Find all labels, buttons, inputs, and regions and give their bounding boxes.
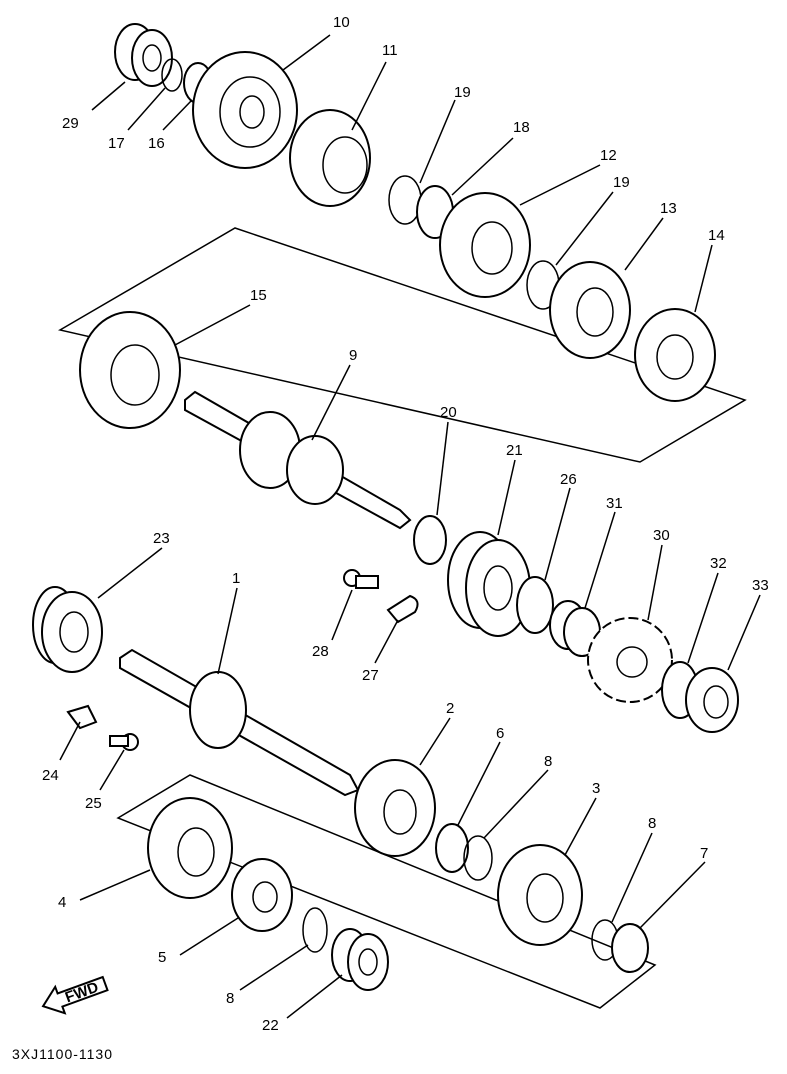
callout-23: 23: [153, 530, 170, 547]
callout-10: 10: [333, 14, 350, 31]
callout-31-label: 31: [606, 495, 623, 512]
callout-22: 22: [262, 1017, 279, 1034]
part-7-washer: [611, 923, 649, 973]
part-8-circlip-middle: [463, 835, 493, 881]
callout-19-lower: 19: [613, 174, 630, 191]
callout-17: 17: [108, 135, 125, 152]
part-22-bearing: [331, 928, 389, 991]
callout-11: 11: [382, 42, 398, 59]
fwd-label: FWD: [63, 979, 101, 1007]
fwd-arrow-icon: FWD: [41, 975, 109, 1015]
part-14-gear: [634, 308, 716, 402]
part-10-gear: [192, 51, 298, 169]
callout-6: 6: [496, 725, 504, 742]
callout-4: 4: [58, 894, 66, 911]
upper-group-outline: [57, 227, 747, 463]
part-25-screw: [109, 733, 139, 751]
callout-5: 5: [158, 949, 166, 966]
callout-33: 33: [752, 577, 769, 594]
callout-24: 24: [42, 767, 59, 784]
part-8-circlip-left: [302, 907, 328, 953]
callout-7: 7: [700, 845, 708, 862]
part-6-washer: [435, 823, 469, 873]
leader-lines: [59, 34, 761, 1019]
callout-8-middle: 8: [544, 753, 552, 770]
callout-30: 30: [653, 527, 670, 544]
callout-20: 20: [440, 404, 457, 421]
callout-26: 26: [560, 471, 577, 488]
callout-13: 13: [660, 200, 677, 217]
callout-25: 25: [85, 795, 102, 812]
part-1-main-axle: [119, 648, 360, 797]
part-33-nut: [685, 667, 739, 733]
callout-labels: 29 17 16 10 11 19 18 12 19 13 14 15 9 20…: [42, 14, 769, 1034]
part-5-gear: [231, 858, 293, 932]
part-2-gear: [354, 759, 436, 857]
part-15-gear: [79, 311, 181, 429]
callout-28: 28: [312, 643, 329, 660]
callout-29: 29: [62, 115, 79, 132]
part-9-drive-axle: [184, 390, 412, 530]
part-26-oil-seal: [516, 576, 554, 634]
callout-21: 21: [506, 442, 523, 459]
part-29-bearing: [114, 23, 173, 87]
part-17-circlip: [161, 58, 183, 92]
part-12-gear: [439, 192, 531, 298]
part-13-gear: [549, 261, 631, 359]
lower-group-outline: [116, 774, 657, 1009]
part-27-plate: [386, 594, 419, 624]
part-11-gear: [289, 109, 371, 207]
callout-19-upper: 19: [454, 84, 471, 101]
callout-14: 14: [708, 227, 725, 244]
part-4-gear: [147, 797, 233, 899]
part-30-sprocket: [587, 617, 673, 703]
callout-12: 12: [600, 147, 617, 164]
callout-15: 15: [250, 287, 267, 304]
part-3-gear: [497, 844, 583, 946]
part-28-bolt: [343, 569, 379, 589]
part-20-washer: [413, 515, 447, 565]
callout-18: 18: [513, 119, 530, 136]
callout-16: 16: [148, 135, 165, 152]
part-19-circlip-upper: [388, 175, 422, 225]
callout-27: 27: [362, 667, 379, 684]
callout-1: 1: [232, 570, 240, 587]
callout-9-label: 9: [349, 347, 357, 364]
callout-3: 3: [592, 780, 600, 797]
diagram-code: 3XJ1100-1130: [12, 1046, 113, 1062]
part-21-bearing: [447, 531, 531, 637]
callout-2: 2: [446, 700, 454, 717]
callout-8-left: 8: [226, 990, 234, 1007]
part-23-bearing: [32, 586, 103, 673]
callout-32: 32: [710, 555, 727, 572]
callout-8-right: 8: [648, 815, 656, 832]
part-24-plate: [66, 704, 98, 730]
